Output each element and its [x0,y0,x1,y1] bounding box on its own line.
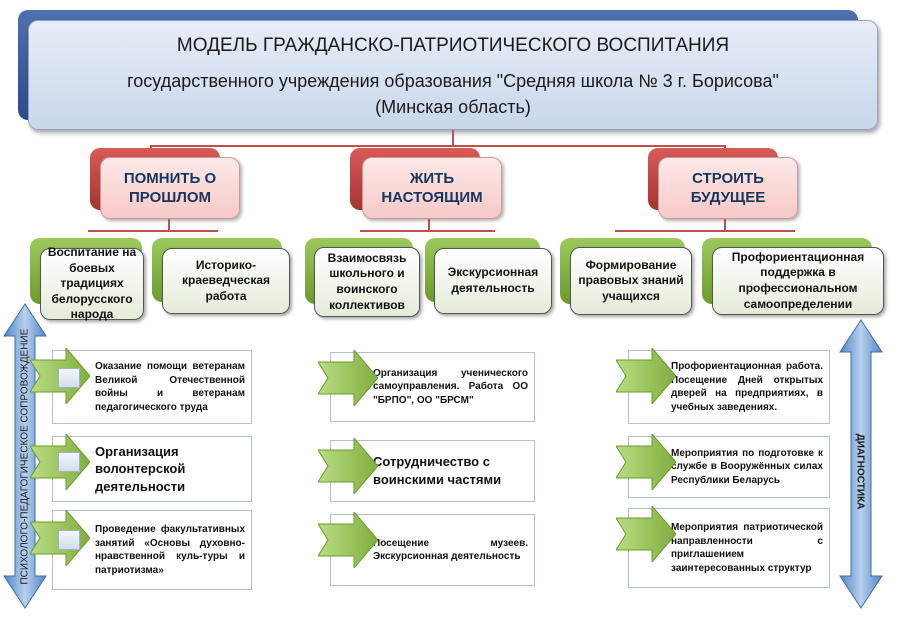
page-region: (Минская область) [375,97,531,117]
column1-title: ПОМНИТЬ О ПРОШЛОМ [100,157,240,219]
column2-sub1: Взаимосвязь школьного и воинского коллек… [314,247,420,317]
column3-title: СТРОИТЬ БУДУЩЕЕ [658,157,798,219]
chevron-arrow-icon [615,432,677,492]
column1-sub1: Воспитание на боевых традициях белорусск… [40,245,144,321]
column2-sub2: Экскурсионная деятельность [434,248,552,314]
right-side-label: ДИАГНОСТИКА [854,433,866,510]
column1-item3: Проведение факультативных занятий «Основ… [52,510,252,590]
picture-placeholder-icon [58,530,80,550]
column2-item3: Посещение музеев. Экскурсионная деятельн… [330,514,535,586]
chevron-arrow-icon [317,436,379,496]
column3-sub2: Профориентационная поддержка в профессио… [712,247,884,315]
connector-col1-down [168,219,170,231]
column1-item2: Организация волонтерской деятельности [52,436,252,502]
left-side-label: ПСИХОЛОГО-ПЕДАГОГИЧЕСКОЕ СОПРОВОЖДЕНИЕ [19,328,31,585]
picture-placeholder-icon [58,452,80,472]
connector-main-horizontal [150,145,726,147]
picture-placeholder-icon [58,368,80,388]
column3-sub1: Формирование правовых знаний учащихся [570,247,692,315]
connector-col3-subs [615,230,795,232]
connector-col2-down [428,219,430,231]
chevron-arrow-icon [317,510,379,570]
left-double-arrow [2,302,48,610]
connector-main-vertical [452,130,454,146]
page-title: МОДЕЛЬ ГРАЖДАНСКО-ПАТРИОТИЧЕСКОГО ВОСПИТ… [176,35,730,56]
header-box: МОДЕЛЬ ГРАЖДАНСКО-ПАТРИОТИЧЕСКОГО ВОСПИТ… [28,20,878,130]
column2-title: ЖИТЬ НАСТОЯЩИМ [362,157,502,219]
right-double-arrow [838,318,884,610]
chevron-arrow-icon [615,346,677,406]
connector-col1-subs [88,230,218,232]
connector-col3-down [724,219,726,231]
connector-col2-subs [360,230,495,232]
page-subtitle: государственного учреждения образования … [127,71,779,91]
column1-sub2: Историко-краеведческая работа [162,248,290,314]
chevron-arrow-icon [615,504,677,564]
chevron-arrow-icon [317,348,379,408]
